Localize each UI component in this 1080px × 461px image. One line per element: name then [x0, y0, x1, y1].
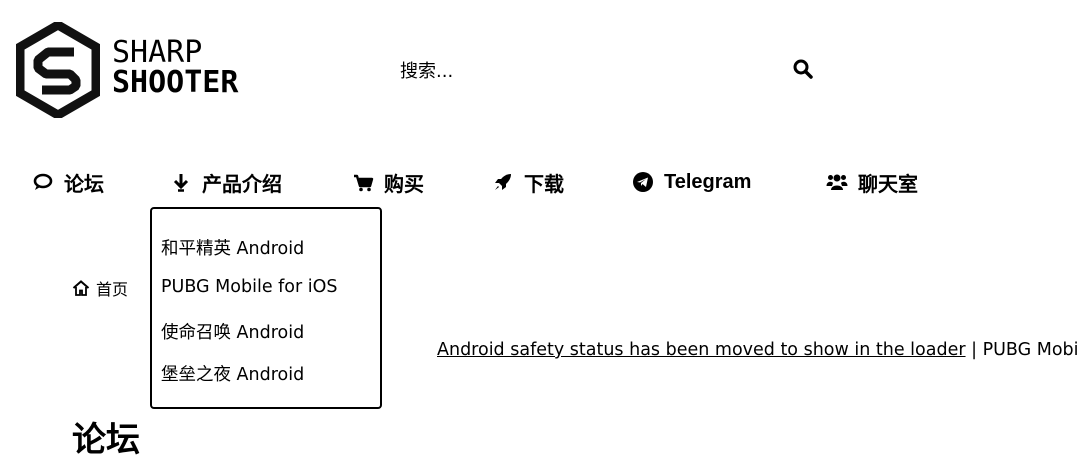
brand-line-1: SHARP	[112, 35, 203, 70]
nav-item-chatroom[interactable]: 聊天室	[826, 166, 918, 198]
nav-item-label: Telegram	[664, 170, 752, 193]
breadcrumb-home[interactable]: 首页	[72, 276, 128, 300]
cart-icon	[352, 171, 374, 193]
brand-line-2: SHOOTER	[112, 65, 239, 100]
brand-name: SHARP SHOOTER	[112, 38, 238, 98]
dropdown-item[interactable]: 和平精英 Android	[161, 239, 305, 259]
nav-item-label: 下载	[524, 171, 564, 196]
nav-item-label: 聊天室	[858, 171, 918, 196]
dropdown-item[interactable]: 堡垒之夜 Android	[161, 365, 305, 385]
ticker-next[interactable]: PUBG Mobile	[982, 340, 1080, 360]
dropdown-item[interactable]: 使命召唤 Android	[161, 323, 305, 343]
nav-item-telegram[interactable]: Telegram	[632, 166, 751, 198]
products-dropdown-menu: 和平精英 Android PUBG Mobile for iOS 使命召唤 An…	[150, 207, 382, 409]
search-input[interactable]	[400, 56, 780, 86]
telegram-icon	[632, 171, 654, 193]
ticker-separator: |	[965, 340, 983, 360]
nav-item-products[interactable]: 产品介绍	[170, 166, 282, 198]
nav-item-label: 论坛	[64, 171, 104, 196]
nav-item-label: 产品介绍	[202, 171, 282, 196]
download-arrow-icon	[170, 171, 192, 193]
users-icon	[826, 171, 848, 193]
home-icon	[72, 280, 90, 296]
rocket-icon	[492, 171, 514, 193]
nav-item-forum[interactable]: 论坛	[32, 166, 104, 198]
logo-hexagon-icon	[16, 22, 100, 118]
search-icon[interactable]	[792, 58, 814, 80]
news-ticker: Android safety status has been moved to …	[437, 340, 1080, 360]
search-bar	[400, 56, 820, 88]
nav-item-buy[interactable]: 购买	[352, 166, 424, 198]
comment-icon	[32, 171, 54, 193]
site-logo[interactable]: SHARP SHOOTER	[16, 22, 256, 118]
dropdown-item[interactable]: PUBG Mobile for iOS	[161, 277, 338, 297]
ticker-link[interactable]: Android safety status has been moved to …	[437, 340, 966, 360]
nav-item-label: 购买	[384, 171, 424, 196]
breadcrumb-label: 首页	[96, 280, 129, 299]
nav-item-download[interactable]: 下载	[492, 166, 564, 198]
page-title: 论坛	[72, 420, 140, 460]
main-nav: 论坛 产品介绍 购买 下载 Telegram 聊天室	[0, 166, 1080, 200]
